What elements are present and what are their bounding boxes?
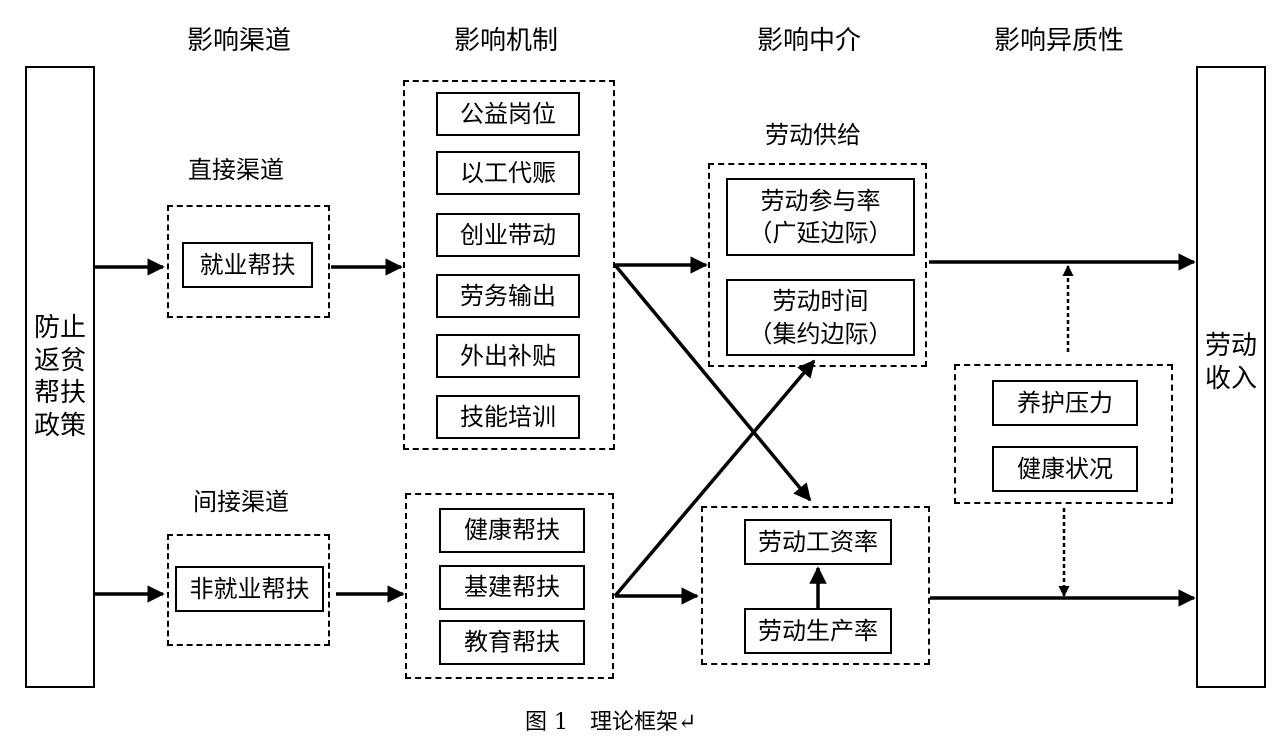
mechanism-skill-training: 技能培训 — [436, 395, 580, 439]
non-employment-support-box: 非就业帮扶 — [175, 566, 324, 612]
health-status-box: 健康状况 — [992, 446, 1138, 492]
heterogeneity-group — [954, 364, 1173, 504]
indirect-mechanisms-group — [405, 493, 614, 679]
mechanism-work-relief: 以工代赈 — [436, 151, 580, 195]
direct-channel-label: 直接渠道 — [188, 156, 284, 184]
wage-group — [701, 506, 930, 665]
indirect-channel-group — [167, 534, 330, 646]
mechanism-entrepreneurship: 创业带动 — [436, 213, 580, 257]
mechanism-travel-subsidy: 外出补贴 — [436, 334, 580, 378]
policy-box: 防止 返贫 帮扶 政策 — [25, 66, 95, 688]
labor-supply-label: 劳动供给 — [765, 121, 861, 149]
labor-productivity-box: 劳动生产率 — [744, 608, 892, 654]
direct-mechanisms-group — [403, 80, 615, 450]
header-mediator: 影响中介 — [757, 26, 862, 56]
mechanism-health-support: 健康帮扶 — [439, 508, 585, 553]
header-channel: 影响渠道 — [187, 26, 292, 56]
outcome-box: 劳动 收入 — [1196, 66, 1266, 688]
arrow-direct-to-wage — [613, 263, 812, 502]
figure-caption: 图 1 理论框架↵ — [525, 710, 697, 735]
labor-hours-box: 劳动时间 （集约边际） — [726, 279, 915, 356]
mechanism-education-support: 教育帮扶 — [439, 620, 585, 665]
labor-supply-group — [708, 163, 927, 367]
header-mechanism: 影响机制 — [454, 26, 559, 56]
header-heterogeneity: 影响异质性 — [994, 26, 1125, 56]
mechanism-public-welfare-jobs: 公益岗位 — [436, 92, 580, 136]
direct-channel-group — [167, 205, 330, 318]
care-pressure-box: 养护压力 — [992, 380, 1138, 426]
indirect-channel-label: 间接渠道 — [193, 488, 289, 516]
labor-participation-box: 劳动参与率 （广延边际） — [726, 178, 915, 256]
arrow-indirect-to-labor-hours — [613, 359, 816, 598]
mechanism-infrastructure-support: 基建帮扶 — [439, 565, 585, 610]
employment-support-box: 就业帮扶 — [182, 242, 313, 288]
wage-rate-box: 劳动工资率 — [744, 519, 892, 565]
mechanism-labor-export: 劳务输出 — [436, 274, 580, 318]
